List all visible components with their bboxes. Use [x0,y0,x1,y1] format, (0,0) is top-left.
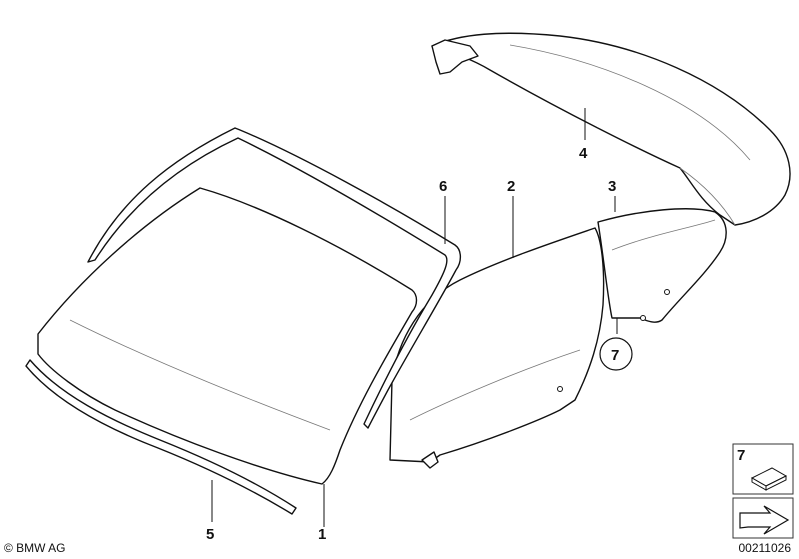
callout-6: 6 [439,178,447,195]
legend-item-box [732,443,794,495]
callout-7: 7 [611,347,619,364]
callout-4: 4 [579,145,588,162]
callout-5: 5 [206,526,214,543]
callout-3: 3 [608,178,616,195]
windscreen-seal-part[interactable] [87,127,462,429]
callout-7-circle [599,337,633,371]
lower-seal-part[interactable] [25,359,297,515]
callout-2: 2 [507,178,515,195]
door-glass-part[interactable] [389,227,605,469]
side-window-part[interactable] [597,208,727,323]
document-number: 00211026 [738,541,792,555]
windscreen-part[interactable] [37,187,418,485]
callout-1: 1 [318,526,326,543]
copyright-text: © BMW AG [4,541,66,555]
rear-window-part[interactable] [431,32,791,226]
leader-lines [211,108,618,527]
legend-arrow-box [732,497,794,539]
legend-item-number: 7 [737,447,745,464]
